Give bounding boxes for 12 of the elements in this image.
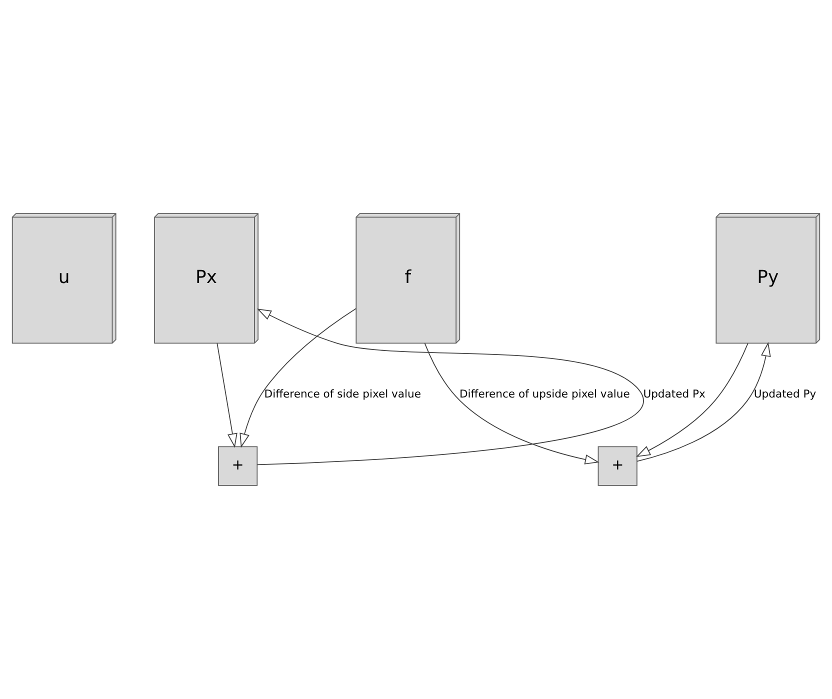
edge-label: Difference of upside pixel value (459, 388, 630, 401)
arrow (636, 343, 748, 458)
arrow (256, 308, 644, 466)
arrow (424, 342, 600, 464)
arrow (636, 342, 771, 462)
node-box: + (598, 446, 638, 486)
arrow (216, 342, 238, 448)
edge-label: Updated Px (643, 388, 706, 401)
arrow (240, 308, 357, 448)
node-box: + (218, 446, 258, 486)
edge-label: Difference of side pixel value (264, 388, 422, 401)
edge-label: Updated Py (754, 388, 816, 401)
